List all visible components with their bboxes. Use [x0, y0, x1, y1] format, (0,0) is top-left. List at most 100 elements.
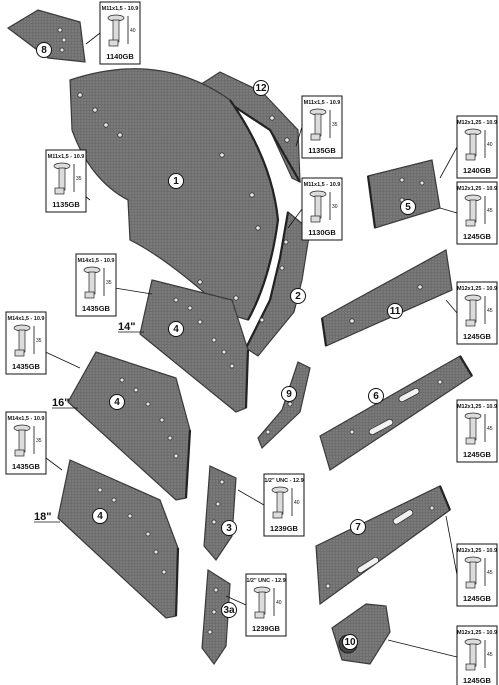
callout-p4c[interactable]: 4 [92, 508, 108, 524]
bolt-part-code: 1435GB [12, 462, 41, 471]
callout-number: 10 [344, 637, 356, 648]
leader-line [445, 299, 458, 314]
bolt-length: 35 [332, 122, 338, 128]
part-9-point[interactable] [257, 361, 311, 450]
bolt-spec: 1/2" UNC - 12.9 [246, 578, 285, 584]
bolt-spec-box[interactable]: M12x1,25 - 10.9 45 1245GB [456, 281, 498, 345]
part-6-share-plate[interactable] [319, 355, 473, 471]
bolt-length: 40 [130, 28, 136, 34]
leader-line [439, 146, 458, 179]
callout-p4b[interactable]: 4 [109, 394, 125, 410]
callout-p10[interactable]: 10 [342, 634, 358, 650]
bolt-spec: M11x1,5 - 10.9 [102, 6, 139, 12]
bolt-length: 40 [276, 600, 282, 606]
leader-line [445, 515, 458, 576]
callout-p3a[interactable]: 3a [221, 602, 237, 618]
bolt-icon [53, 162, 71, 195]
callout-p1[interactable]: 1 [168, 173, 184, 189]
bolt-length: 40 [487, 142, 493, 148]
callout-number: 4 [173, 324, 179, 335]
part-10-bracket[interactable] [331, 603, 391, 665]
callout-p8[interactable]: 8 [36, 42, 52, 58]
bolt-icon [464, 128, 482, 161]
bolt-length: 45 [487, 652, 493, 658]
part-5-wear-plate[interactable] [366, 159, 441, 229]
bolt-icon [464, 194, 482, 227]
bolt-spec: M12x1,25 - 10.9 [457, 548, 497, 554]
bolt-length: 45 [487, 308, 493, 314]
part-3-wing[interactable] [203, 465, 237, 561]
callout-p12[interactable]: 12 [253, 80, 269, 96]
part-2-shin[interactable] [245, 210, 311, 357]
bolt-icon [253, 586, 271, 619]
part-7-share-plate[interactable] [315, 485, 452, 606]
bolt-spec: M12x1,25 - 10.9 [457, 630, 497, 636]
part-4-share-14in[interactable] [139, 279, 250, 413]
bolt-icon [13, 324, 31, 357]
callout-number: 3a [223, 605, 235, 616]
bolt-icon [309, 190, 327, 223]
bolt-length: 45 [487, 208, 493, 214]
part-1-mouldboard[interactable] [69, 68, 280, 321]
bolt-part-code: 1135GB [308, 146, 336, 155]
bolt-part-code: 1245GB [463, 450, 492, 459]
callout-p5[interactable]: 5 [400, 199, 416, 215]
leader-line [287, 208, 303, 229]
bolt-spec-box[interactable]: M11x1,5 - 10.9 30 1130GB [301, 177, 343, 241]
bolt-part-code: 1130GB [308, 228, 336, 237]
share-size-label: 16" [52, 397, 69, 409]
bolt-spec: M12x1,25 - 10.9 [457, 286, 497, 292]
callout-number: 5 [405, 202, 411, 213]
bolt-spec: M14x1,5 - 10.9 [78, 258, 115, 264]
bolt-length: 30 [332, 204, 338, 210]
bolt-spec: M11x1,5 - 10.9 [304, 182, 341, 188]
bolt-icon [464, 638, 482, 671]
bolt-spec: 1/2" UNC - 12.9 [264, 478, 303, 484]
bolt-part-code: 1240GB [463, 166, 492, 175]
callout-p2[interactable]: 2 [290, 288, 306, 304]
bolt-spec-box[interactable]: M12x1,25 - 10.9 45 1245GB [456, 625, 498, 685]
callout-p6[interactable]: 6 [368, 388, 384, 404]
bolt-part-code: 1435GB [12, 362, 41, 371]
bolt-part-code: 1245GB [463, 676, 492, 685]
bolt-spec: M11x1,5 - 10.9 [48, 154, 85, 160]
bolt-icon [309, 108, 327, 141]
leader-line [387, 639, 458, 658]
bolt-spec: M14x1,5 - 10.9 [8, 416, 45, 422]
bolt-length: 35 [106, 280, 112, 286]
callout-number: 9 [286, 389, 292, 400]
callout-number: 4 [114, 397, 120, 408]
bolt-icon [107, 14, 125, 47]
callout-p4a[interactable]: 4 [168, 321, 184, 337]
bolt-part-code: 1245GB [463, 332, 492, 341]
bolt-length: 40 [294, 500, 300, 506]
bolt-icon [83, 266, 101, 299]
callout-p9[interactable]: 9 [281, 386, 297, 402]
callout-number: 3 [226, 523, 232, 534]
leader-line [295, 126, 303, 147]
callout-p11[interactable]: 11 [387, 303, 403, 319]
callout-p3[interactable]: 3 [221, 520, 237, 536]
bolt-icon [13, 424, 31, 457]
part-4-share-18in[interactable] [57, 459, 180, 619]
part-4-share-16in[interactable] [67, 351, 192, 501]
callout-p7[interactable]: 7 [350, 519, 366, 535]
bolt-part-code: 1135GB [52, 200, 80, 209]
part-3a-wing[interactable] [201, 568, 231, 666]
bolt-spec: M12x1,25 - 10.9 [457, 186, 497, 192]
part-11-landside[interactable] [320, 249, 453, 347]
